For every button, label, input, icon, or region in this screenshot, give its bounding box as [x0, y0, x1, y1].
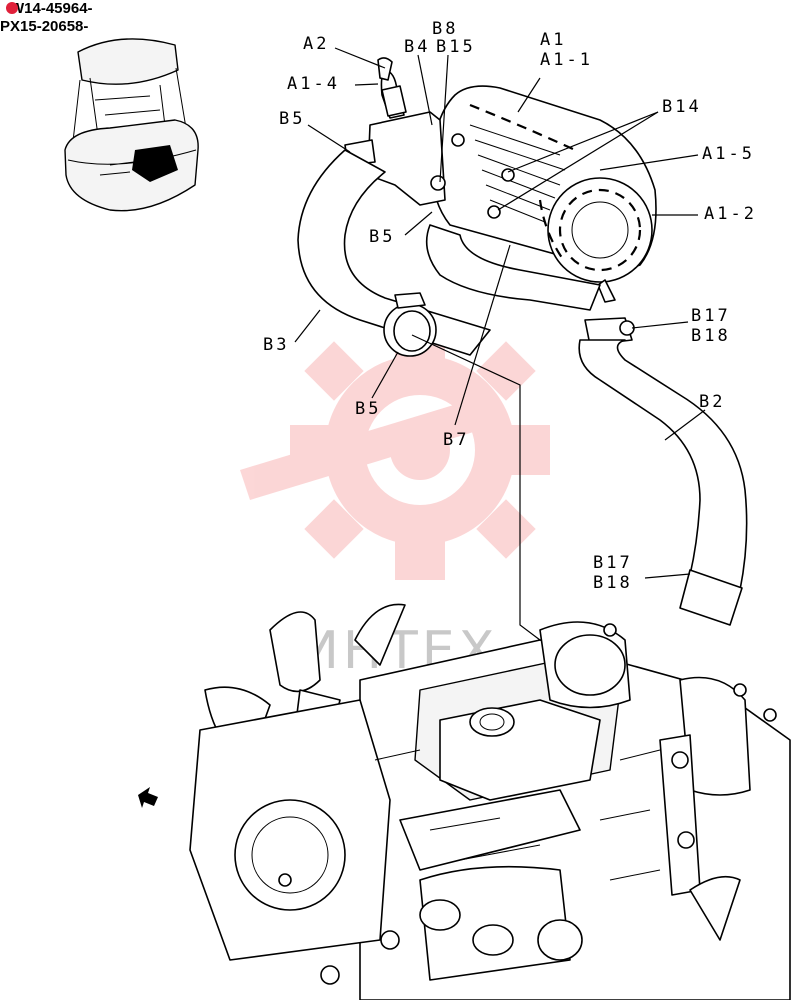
label-a1-5: A1-5 [702, 144, 755, 164]
label-b18-lower: B18 [593, 573, 633, 593]
label-b2: B2 [699, 392, 725, 412]
label-b5-mid: B5 [369, 227, 395, 247]
serial-range-1: W14-45964- [6, 0, 93, 17]
hose-b2 [578, 339, 748, 626]
engine-assembly [189, 603, 791, 1000]
air-cleaner-assembly [431, 85, 657, 303]
label-b8: B8 [432, 19, 458, 39]
label-a1: A1 [540, 30, 566, 50]
label-b7: B7 [443, 430, 469, 450]
label-b14: B14 [662, 97, 702, 117]
leader-lines [294, 47, 706, 641]
label-a1-1: A1-1 [540, 50, 593, 70]
label-a1-4: A1-4 [287, 74, 340, 94]
label-b18-upper: B18 [691, 326, 731, 346]
serial-marker-icon [6, 2, 18, 14]
watermark-gear-icon [240, 320, 550, 580]
forklift-location-thumbnail [64, 38, 199, 212]
vacuum-valve [377, 57, 407, 119]
front-direction-arrow-icon [138, 787, 158, 808]
label-b3: B3 [263, 335, 289, 355]
intake-pipe [425, 224, 635, 346]
label-b17-lower: B17 [593, 553, 633, 573]
serial-range-2: PX15-20658- [0, 18, 89, 35]
label-a2: A2 [303, 34, 329, 54]
label-a1-2: A1-2 [704, 204, 757, 224]
label-b5-top: B5 [279, 109, 305, 129]
label-b15: B15 [436, 37, 476, 57]
label-b5-bottom: B5 [355, 399, 381, 419]
label-b17-upper: B17 [691, 306, 731, 326]
label-b4: B4 [404, 37, 430, 57]
callouts: A2 A1-4 B8 B4 B15 A1 A1-1 B14 A1-5 A1-2 … [263, 19, 757, 593]
clamp-b5 [383, 292, 437, 357]
serial-range-1-text: W14-45964- [10, 0, 93, 17]
